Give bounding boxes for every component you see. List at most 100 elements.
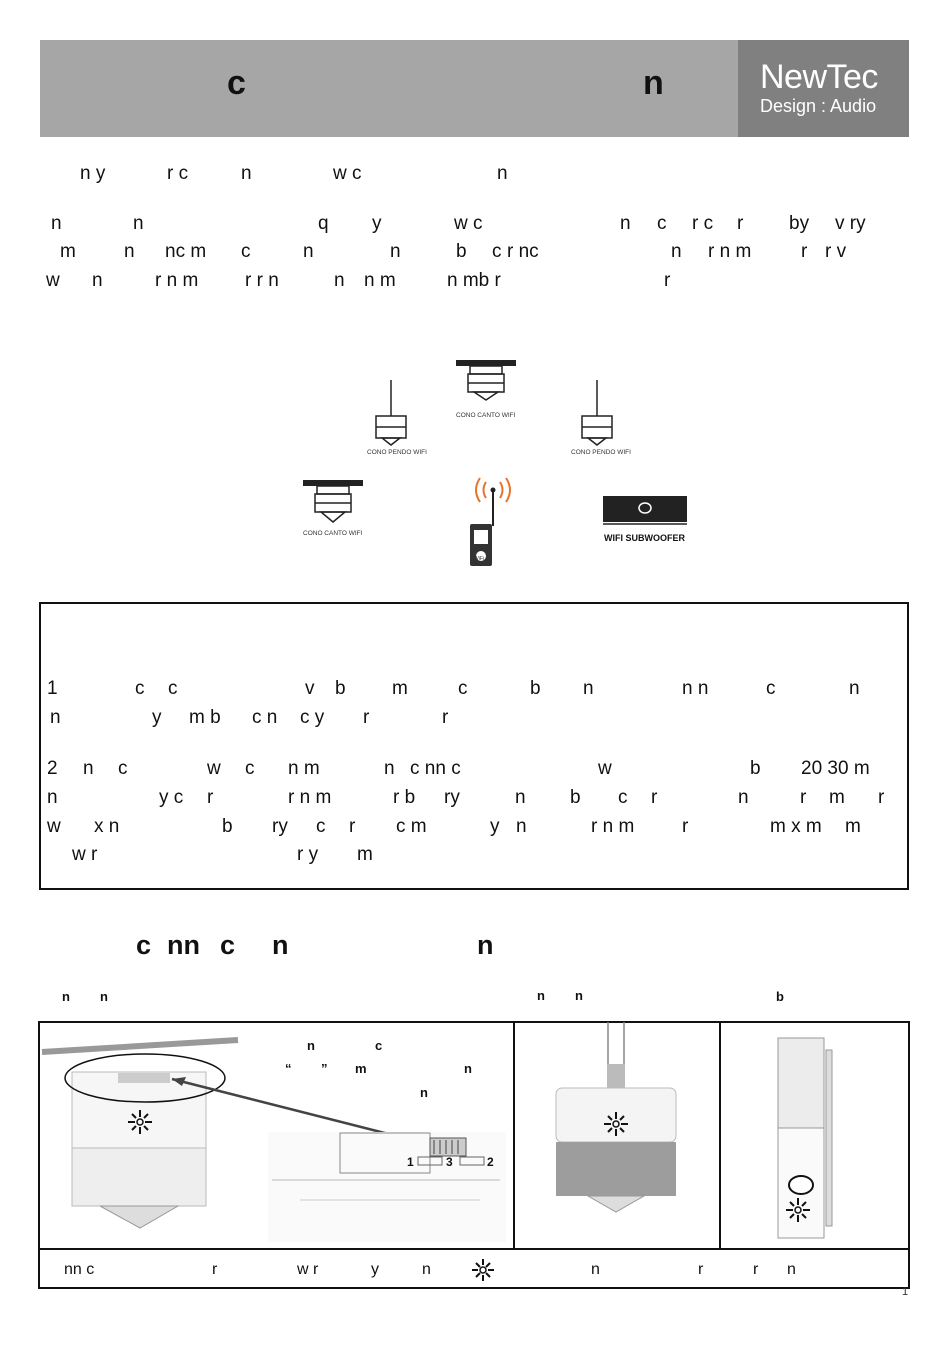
text-fragment: c (118, 758, 128, 779)
text-fragment: r (664, 270, 671, 291)
text-fragment: n (303, 241, 314, 262)
router-badge: WiFi (474, 556, 484, 562)
text-fragment: c (241, 241, 251, 262)
device-label: CONO CANTO WIFI (303, 530, 363, 537)
pendant-speaker-icon (581, 380, 613, 446)
text-fragment: n m (288, 758, 320, 779)
text-fragment: n y (80, 163, 106, 184)
text-fragment: 2 (47, 758, 58, 779)
text-fragment: w (47, 816, 61, 837)
device-label: CONO PENDO WIFI (571, 449, 631, 456)
text-fragment: w r (72, 844, 98, 865)
text-fragment: w r (297, 1261, 319, 1278)
logo: NewTec Design : Audio (738, 40, 909, 137)
column-label: n (537, 988, 545, 1003)
text-fragment: by (789, 213, 810, 234)
text-fragment: r b (393, 787, 416, 808)
text-fragment: y (490, 816, 500, 837)
text-fragment: m x m (770, 816, 822, 837)
text-fragment: r r n (245, 270, 279, 291)
text-fragment: r v (825, 241, 847, 262)
heading-fragment: n (477, 930, 494, 960)
instruction-box (39, 602, 909, 890)
text-fragment: n mb r (447, 270, 501, 291)
text-fragment: m (357, 844, 373, 865)
pendant-speaker-icon (375, 380, 407, 446)
text-fragment: n (50, 707, 61, 728)
page-number: 1 (902, 1286, 909, 1298)
column-label: b (776, 989, 784, 1004)
text-fragment: n (849, 678, 860, 699)
wifi-router-icon (470, 477, 511, 566)
caption-row (38, 1249, 910, 1289)
text-fragment: x n (94, 816, 120, 837)
text-fragment: r n m (591, 816, 635, 837)
text-fragment: 1 (47, 678, 58, 699)
text-fragment: r (698, 1261, 704, 1278)
text-fragment: b (750, 758, 761, 779)
text-fragment: n (83, 758, 94, 779)
text-fragment: r (737, 213, 744, 234)
device-diagram: CONO CANTO WIFI CONO PENDO WIFI CONO PEN… (290, 350, 710, 580)
heading-fragment: n (272, 930, 289, 960)
text-fragment: v (305, 678, 315, 699)
callout-fragment: c (375, 1038, 383, 1053)
text-fragment: w (207, 758, 221, 779)
cell-divider (513, 1023, 515, 1248)
text-fragment: r nc (507, 241, 539, 262)
logo-name: NewTec (760, 58, 878, 96)
text-fragment: n (497, 163, 508, 184)
text-fragment: n (787, 1261, 796, 1278)
ceiling-speaker-icon (303, 480, 363, 523)
text-fragment: c (766, 678, 776, 699)
cell-divider (719, 1023, 721, 1248)
image-table (38, 1021, 910, 1250)
heading-fragment: nn (167, 930, 200, 960)
text-fragment: r n m (708, 241, 752, 262)
text-fragment: r (878, 787, 885, 808)
text-fragment: r (363, 707, 370, 728)
text-fragment: n (591, 1261, 600, 1278)
text-fragment: w c (454, 213, 483, 234)
text-fragment: r y (297, 844, 319, 865)
text-fragment: r c (692, 213, 714, 234)
text-fragment: n (738, 787, 749, 808)
callout-fragment: n (307, 1038, 315, 1053)
text-fragment: n (422, 1261, 431, 1278)
text-fragment: c (245, 758, 255, 779)
text-fragment: c (458, 678, 468, 699)
text-fragment: ry (272, 816, 288, 837)
text-fragment: c (135, 678, 145, 699)
detail-number: 1 (407, 1155, 414, 1169)
text-fragment: r (682, 816, 689, 837)
device-label: CONO PENDO WIFI (367, 449, 427, 456)
text-fragment: r c (167, 163, 189, 184)
text-fragment: c nn c (410, 758, 461, 779)
text-fragment: w c (333, 163, 362, 184)
text-fragment: y c (159, 787, 184, 808)
text-fragment: v ry (835, 213, 866, 234)
device-label: WIFI SUBWOOFER (604, 533, 685, 543)
text-fragment: m b (189, 707, 221, 728)
text-fragment: n (390, 241, 401, 262)
ceiling-speaker-icon (456, 360, 516, 401)
title-fragment: c (227, 64, 246, 102)
text-fragment: n n (682, 678, 709, 699)
text-fragment: b (335, 678, 346, 699)
detail-number: 3 (446, 1155, 453, 1169)
text-fragment: b (570, 787, 581, 808)
text-fragment: n (334, 270, 345, 291)
device-label: CONO CANTO WIFI (456, 412, 516, 419)
logo-subtitle: Design : Audio (760, 96, 877, 116)
text-fragment: r (442, 707, 449, 728)
text-fragment: n (384, 758, 395, 779)
text-fragment: n (671, 241, 682, 262)
heading-fragment: c (136, 930, 152, 960)
text-fragment: q (318, 213, 329, 234)
text-fragment: m (60, 241, 76, 262)
text-fragment: c (316, 816, 326, 837)
text-fragment: ry (444, 787, 460, 808)
text-fragment: n (516, 816, 527, 837)
text-fragment: n (133, 213, 144, 234)
column-label: n (62, 989, 70, 1004)
